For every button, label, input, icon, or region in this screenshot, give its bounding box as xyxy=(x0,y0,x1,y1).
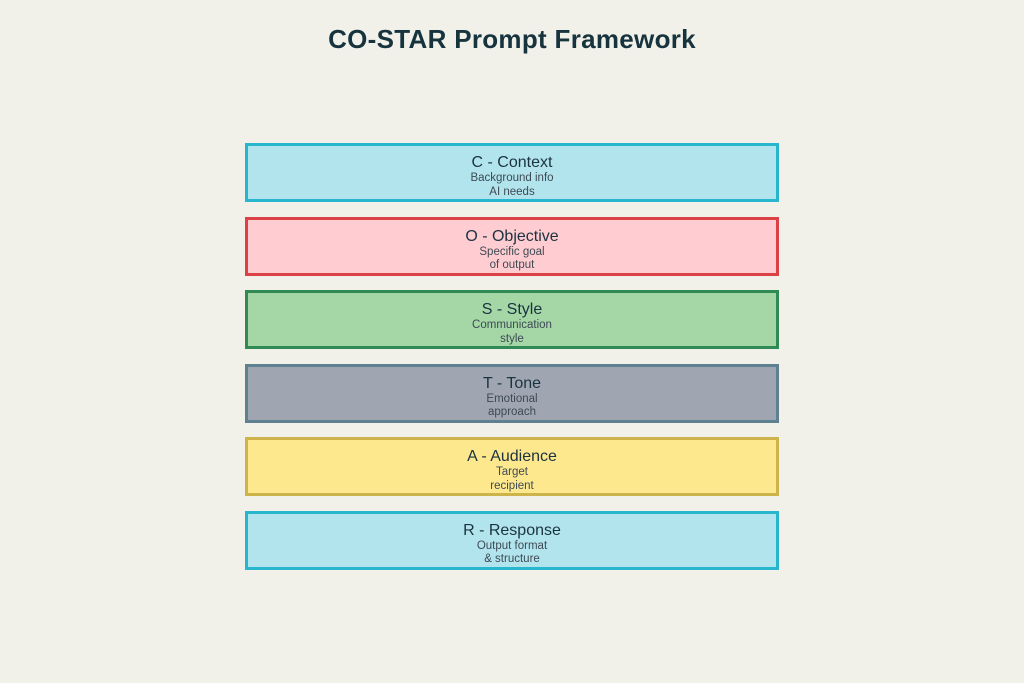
framework-box-response: R - Response Output format & structure xyxy=(245,510,779,570)
box-subtext-line2: approach xyxy=(488,406,536,418)
framework-box-tone: T - Tone Emotional approach xyxy=(245,363,779,423)
box-heading: O - Objective xyxy=(465,227,559,245)
box-heading: R - Response xyxy=(463,521,561,539)
box-subtext-line1: Target xyxy=(496,466,528,478)
page-title: CO-STAR Prompt Framework xyxy=(328,24,696,54)
box-heading: A - Audience xyxy=(467,448,557,465)
box-subtext-line2: & structure xyxy=(484,553,540,565)
box-subtext-line2: of output xyxy=(489,259,535,271)
box-subtext-line1: Background info xyxy=(470,172,554,184)
box-subtext-line2: style xyxy=(500,332,524,345)
box-heading: T - Tone xyxy=(482,374,542,392)
box-subtext-line1: Communication xyxy=(472,319,552,331)
framework-box-context: C - Context Background info AI needs xyxy=(245,143,779,202)
framework-box-audience: A - Audience Target recipient xyxy=(245,437,779,496)
framework-box-style: S - Style Communication style xyxy=(245,290,779,349)
box-subtext-line2: AI needs xyxy=(489,185,535,198)
framework-box-objective: O - Objective Specific goal of output xyxy=(245,216,779,276)
box-subtext-line1: Output format xyxy=(476,539,548,552)
box-heading: C - Context xyxy=(471,154,553,171)
box-subtext-line2: recipient xyxy=(490,479,534,492)
box-subtext-line1: Specific goal xyxy=(479,245,545,258)
box-heading: S - Style xyxy=(481,301,543,318)
box-subtext-line1: Emotional xyxy=(486,392,538,405)
framework-stack: C - Context Background info AI needs O -… xyxy=(245,143,779,570)
